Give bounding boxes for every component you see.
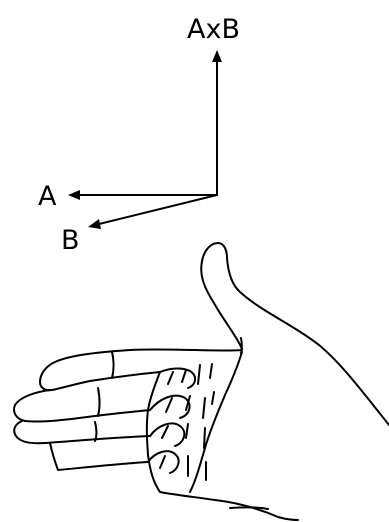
knuckle-crease-7 [203,398,205,418]
finger-crease-3 [95,422,97,441]
knuckle-crease-10 [186,424,188,438]
knuckle-crease-5 [166,398,172,412]
wrist-line [230,507,268,509]
knuckle-crease-9 [162,426,168,438]
knuckle-crease-8 [212,392,214,404]
label-b: B [61,225,80,256]
knuckle-crease-2 [182,370,186,382]
knuckle-crease-3 [198,365,200,384]
little-finger [50,443,148,470]
curled-fingertip-1 [160,368,195,388]
curled-fingers-front [190,352,242,492]
curled-fingertip-2 [150,396,190,418]
knuckle-crease-1 [168,372,173,384]
hand-lower-edge [147,372,298,520]
middle-finger [14,390,150,422]
vector-a-arrow [68,190,217,200]
thumb-outline [201,243,389,425]
finger-crease-2 [98,388,100,416]
ring-finger [14,421,150,443]
label-a: A [38,181,57,212]
label-axb: AxB [187,14,240,45]
knuckle-crease-12 [160,456,165,468]
finger-crease-1 [112,352,114,378]
vector-axb-arrow [212,50,222,195]
right-hand-drawing [14,243,389,520]
knuckle-crease-4 [210,364,212,378]
knuckle-crease-11 [204,428,205,448]
vector-b-arrow [88,195,217,229]
